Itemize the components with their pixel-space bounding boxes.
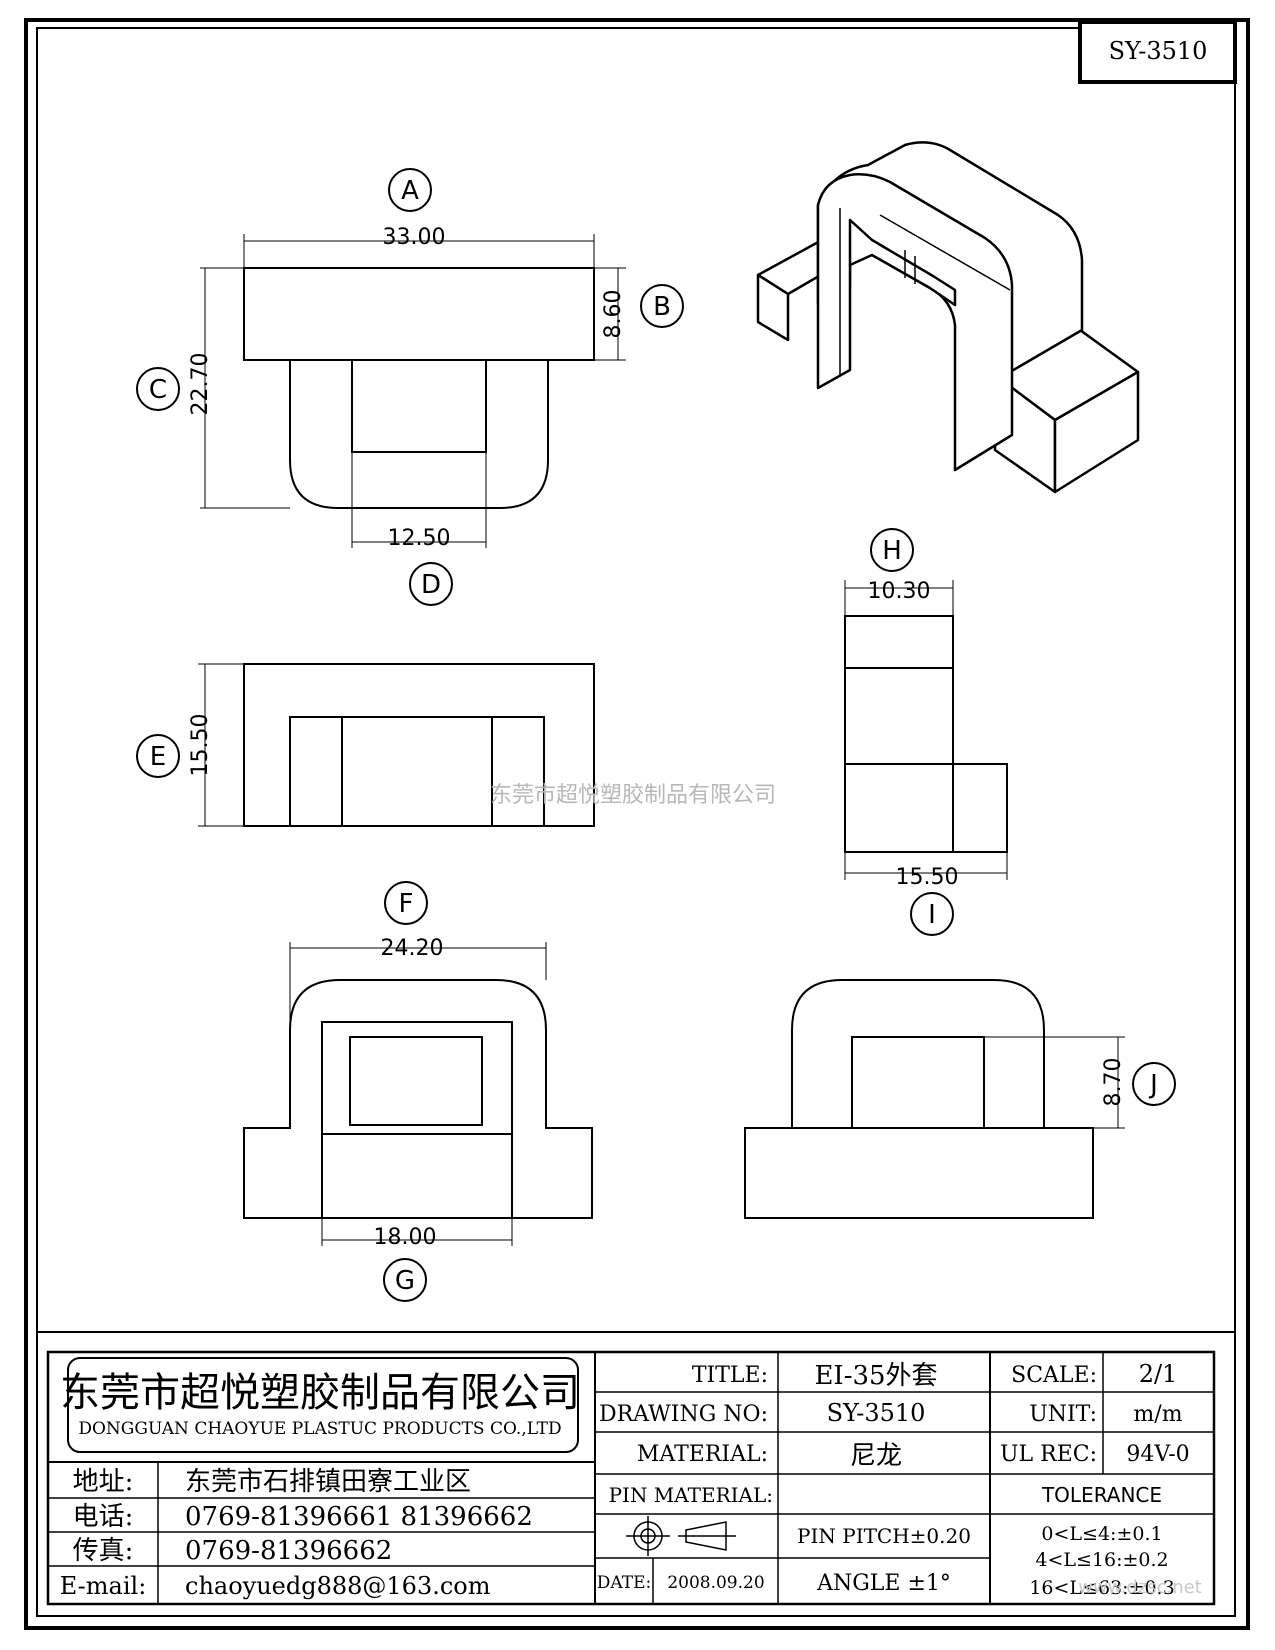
phone-value: 0769-81396661 81396662 [185, 1502, 533, 1532]
svg-text:C: C [149, 375, 167, 405]
balloon-f: F [384, 881, 428, 925]
address-label: 地址: [73, 1467, 134, 1497]
tolerance-label: TOLERANCE [1041, 1483, 1162, 1507]
title-label: TITLE: [692, 1363, 768, 1388]
view-front [198, 663, 595, 827]
date-label: DATE: [597, 1573, 651, 1593]
phone-label: 电话: [73, 1502, 134, 1532]
balloon-h: H [870, 528, 914, 572]
date-value: 2008.09.20 [667, 1573, 764, 1593]
drawing-number-box: SY-3510 [1078, 20, 1237, 84]
svg-text:B: B [653, 292, 671, 322]
svg-text:E: E [150, 742, 166, 772]
tolerance-line-1: 0<L≤4:±0.1 [1041, 1523, 1162, 1545]
dim-f-label: 24.20 [381, 936, 444, 961]
dim-g-label: 18.00 [374, 1225, 437, 1250]
balloon-c: C [136, 367, 180, 411]
ul-rec-value: 94V-0 [1126, 1442, 1189, 1467]
email-value: chaoyuedg888@163.com [185, 1572, 491, 1600]
drawing-no-label: DRAWING NO: [599, 1402, 768, 1427]
view-isometric [756, 141, 1140, 494]
tolerance-line-2: 4<L≤16:±0.2 [1035, 1549, 1168, 1571]
svg-text:D: D [421, 570, 441, 600]
svg-text:I: I [928, 900, 936, 930]
view-side [844, 580, 1008, 880]
angle-tolerance: ANGLE ±1° [816, 1571, 951, 1596]
balloon-g: G [383, 1258, 427, 1302]
dim-c-label: 22.70 [188, 353, 213, 416]
dim-a-label: 33.00 [383, 225, 446, 250]
fax-value: 0769-81396662 [185, 1536, 392, 1566]
company-name-en: DONGGUAN CHAOYUE PLASTUC PRODUCTS CO.,LT… [78, 1419, 561, 1439]
drawing-no-value: SY-3510 [827, 1399, 926, 1427]
title-block [37, 1331, 1235, 1606]
balloon-b: B [640, 284, 684, 328]
dim-h-label: 10.30 [868, 579, 931, 604]
title-value: EI-35外套 [814, 1361, 937, 1391]
pin-pitch: PIN PITCH±0.20 [797, 1524, 971, 1548]
svg-text:F: F [399, 889, 414, 919]
tolerance-line-3: 16<L≤63:±0.3 [1029, 1577, 1174, 1599]
svg-text:G: G [395, 1266, 415, 1296]
unit-label: UNIT: [1029, 1402, 1097, 1427]
svg-text:J: J [1148, 1070, 1158, 1100]
balloon-e: E [136, 734, 180, 778]
scale-value: 2/1 [1139, 1360, 1178, 1388]
unit-value: m/m [1133, 1402, 1182, 1427]
dim-i-label: 15.50 [896, 865, 959, 890]
pin-material-label: PIN MATERIAL: [609, 1483, 773, 1507]
view-top [200, 234, 626, 548]
material-label: MATERIAL: [637, 1442, 768, 1467]
email-label: E-mail: [60, 1572, 147, 1600]
view-end-left [243, 942, 593, 1246]
outer-border [24, 18, 1250, 1630]
dim-b-label: 8.60 [601, 290, 626, 339]
svg-text:A: A [401, 176, 419, 206]
balloon-i: I [910, 892, 954, 936]
balloon-a: A [388, 168, 432, 212]
address-value: 东莞市石排镇田寮工业区 [185, 1467, 471, 1497]
material-value: 尼龙 [850, 1441, 902, 1471]
ul-rec-label: UL REC: [1000, 1442, 1097, 1467]
dim-d-label: 12.50 [388, 526, 451, 551]
view-end-right [744, 979, 1125, 1219]
inner-border [36, 27, 1236, 1617]
dim-j-label: 8.70 [1101, 1058, 1126, 1107]
dim-e-label: 15.50 [188, 714, 213, 777]
scale-label: SCALE: [1011, 1363, 1097, 1388]
balloon-d: D [409, 562, 453, 606]
balloon-j: J [1132, 1062, 1176, 1106]
fax-label: 传真: [73, 1536, 134, 1566]
watermark: 东莞市超悦塑胶制品有限公司 [490, 783, 776, 808]
site-watermark: www.dzsc.net [1078, 1577, 1202, 1598]
drawing-number-text: SY-3510 [1109, 37, 1208, 65]
projection-symbol-icon [626, 1516, 736, 1556]
company-name-cn: 东莞市超悦塑胶制品有限公司 [60, 1370, 580, 1416]
svg-text:H: H [882, 536, 902, 566]
